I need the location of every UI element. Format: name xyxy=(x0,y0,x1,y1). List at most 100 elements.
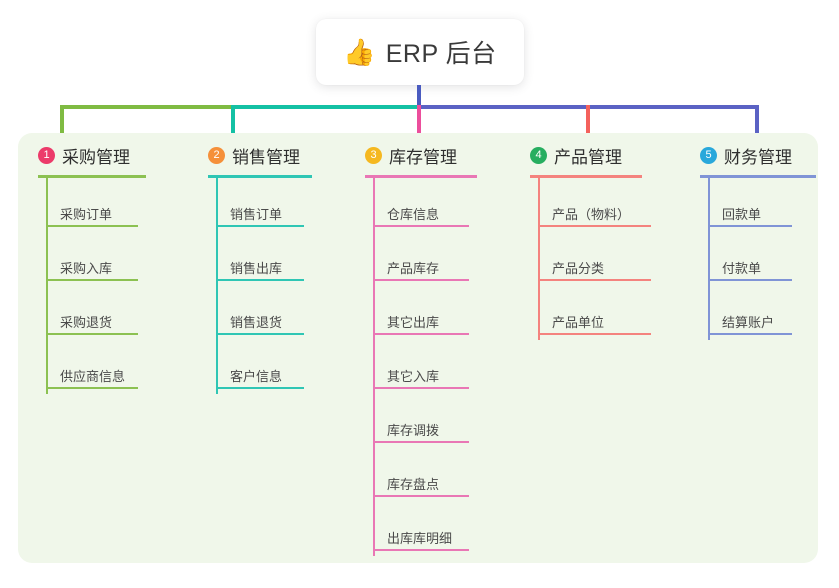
tree-leaf-item[interactable]: 付款单 xyxy=(700,232,816,286)
column-title: 财务管理 xyxy=(724,147,792,167)
connector-bus-segment-mid xyxy=(231,105,419,109)
column-inventory: 3 库存管理 仓库信息产品库存其它出库其它入库库存调拨库存盘点出库库明细 xyxy=(365,142,477,556)
tree-leaf-label: 产品分类 xyxy=(552,261,605,276)
tree-leaf-label: 销售退货 xyxy=(230,315,283,330)
column-tree: 仓库信息产品库存其它出库其它入库库存调拨库存盘点出库库明细 xyxy=(365,178,477,556)
tree-leaf-rule xyxy=(216,225,304,227)
column-trunk-line xyxy=(216,178,218,394)
tree-leaf-item[interactable]: 销售退货 xyxy=(208,286,312,340)
thumbs-up-icon: 👍 xyxy=(343,37,376,67)
column-trunk-line xyxy=(46,178,48,394)
tree-leaf-label: 采购退货 xyxy=(60,315,113,330)
root-node-title: ERP 后台 xyxy=(385,40,497,68)
column-badge: 4 xyxy=(530,146,547,164)
tree-leaf-item[interactable]: 产品分类 xyxy=(530,232,651,286)
column-header-rule xyxy=(38,175,146,178)
tree-leaf-rule xyxy=(216,387,304,389)
tree-leaf-label: 产品库存 xyxy=(387,261,440,276)
tree-leaf-label: 产品（物料） xyxy=(552,207,631,222)
tree-leaf-item[interactable]: 采购入库 xyxy=(38,232,146,286)
tree-leaf-rule xyxy=(538,279,651,281)
tree-leaf-item[interactable]: 其它出库 xyxy=(365,286,477,340)
tree-leaf-rule xyxy=(216,333,304,335)
tree-leaf-item[interactable]: 产品库存 xyxy=(365,232,477,286)
column-header[interactable]: 1 采购管理 xyxy=(38,142,146,168)
column-header[interactable]: 5 财务管理 xyxy=(700,142,816,168)
tree-leaf-label: 库存盘点 xyxy=(387,477,440,492)
tree-leaf-item[interactable]: 库存调拨 xyxy=(365,394,477,448)
column-header[interactable]: 2 销售管理 xyxy=(208,142,312,168)
tree-leaf-rule xyxy=(373,441,469,443)
column-header[interactable]: 4 产品管理 xyxy=(530,142,642,168)
tree-leaf-item[interactable]: 客户信息 xyxy=(208,340,312,394)
tree-leaf-rule xyxy=(373,225,469,227)
tree-leaf-label: 客户信息 xyxy=(230,369,283,384)
column-trunk-line xyxy=(708,178,710,340)
tree-leaf-rule xyxy=(708,279,792,281)
connector-stub-1 xyxy=(60,105,64,135)
connector-bus-segment-left xyxy=(60,105,233,109)
column-badge: 3 xyxy=(365,146,382,164)
tree-leaf-rule xyxy=(373,549,469,551)
column-tree: 回款单付款单结算账户 xyxy=(700,178,816,340)
column-badge: 5 xyxy=(700,146,717,164)
tree-leaf-label: 库存调拨 xyxy=(387,423,440,438)
diagram-panel xyxy=(18,133,818,563)
tree-leaf-item[interactable]: 销售订单 xyxy=(208,178,312,232)
tree-leaf-label: 产品单位 xyxy=(552,315,605,330)
column-badge: 2 xyxy=(208,146,225,164)
tree-leaf-item[interactable]: 采购退货 xyxy=(38,286,146,340)
tree-leaf-rule xyxy=(538,333,651,335)
tree-leaf-rule xyxy=(46,387,138,389)
tree-leaf-label: 出库库明细 xyxy=(387,531,453,546)
tree-leaf-rule xyxy=(216,279,304,281)
tree-leaf-item[interactable]: 出库库明细 xyxy=(365,502,477,556)
tree-leaf-label: 供应商信息 xyxy=(60,369,126,384)
tree-leaf-rule xyxy=(538,225,651,227)
tree-leaf-label: 其它入库 xyxy=(387,369,440,384)
column-product: 4 产品管理 产品（物料） 产品分类产品单位 xyxy=(530,142,651,340)
column-title: 产品管理 xyxy=(554,147,622,167)
column-title: 销售管理 xyxy=(232,147,300,167)
tree-leaf-item[interactable]: 产品单位 xyxy=(530,286,651,340)
tree-leaf-label: 其它出库 xyxy=(387,315,440,330)
tree-leaf-rule xyxy=(708,333,792,335)
column-tree: 采购订单采购入库采购退货供应商信息 xyxy=(38,178,146,394)
tree-leaf-rule xyxy=(46,333,138,335)
tree-leaf-label: 付款单 xyxy=(722,261,762,276)
connector-stub-5 xyxy=(755,105,759,135)
connector-stub-2 xyxy=(231,105,235,135)
column-finance: 5 财务管理 回款单付款单结算账户 xyxy=(700,142,816,340)
tree-leaf-rule xyxy=(373,387,469,389)
column-header[interactable]: 3 库存管理 xyxy=(365,142,477,168)
tree-leaf-item[interactable]: 结算账户 xyxy=(700,286,816,340)
column-purchasing: 1 采购管理 采购订单采购入库采购退货供应商信息 xyxy=(38,142,146,394)
connector-stub-3 xyxy=(417,105,421,135)
tree-leaf-item[interactable]: 供应商信息 xyxy=(38,340,146,394)
tree-leaf-item[interactable]: 回款单 xyxy=(700,178,816,232)
column-title: 采购管理 xyxy=(62,147,130,167)
tree-leaf-rule xyxy=(46,225,138,227)
column-sales: 2 销售管理 销售订单销售出库销售退货客户信息 xyxy=(208,142,312,394)
tree-leaf-item[interactable]: 销售出库 xyxy=(208,232,312,286)
column-header-rule xyxy=(365,175,477,178)
column-title: 库存管理 xyxy=(389,147,457,167)
root-node-card[interactable]: 👍 ERP 后台 xyxy=(316,19,524,85)
tree-leaf-item[interactable]: 产品（物料） xyxy=(530,178,651,232)
tree-leaf-rule xyxy=(373,333,469,335)
tree-leaf-rule xyxy=(708,225,792,227)
tree-leaf-item[interactable]: 采购订单 xyxy=(38,178,146,232)
column-header-rule xyxy=(700,175,816,178)
tree-leaf-label: 采购入库 xyxy=(60,261,113,276)
column-tree: 产品（物料） 产品分类产品单位 xyxy=(530,178,651,340)
column-badge: 1 xyxy=(38,146,55,164)
tree-leaf-label: 仓库信息 xyxy=(387,207,440,222)
tree-leaf-rule xyxy=(46,279,138,281)
tree-leaf-item[interactable]: 其它入库 xyxy=(365,340,477,394)
column-trunk-line xyxy=(373,178,375,556)
tree-leaf-rule xyxy=(373,279,469,281)
column-header-rule xyxy=(208,175,312,178)
tree-leaf-item[interactable]: 仓库信息 xyxy=(365,178,477,232)
connector-stub-4 xyxy=(586,105,590,135)
tree-leaf-item[interactable]: 库存盘点 xyxy=(365,448,477,502)
